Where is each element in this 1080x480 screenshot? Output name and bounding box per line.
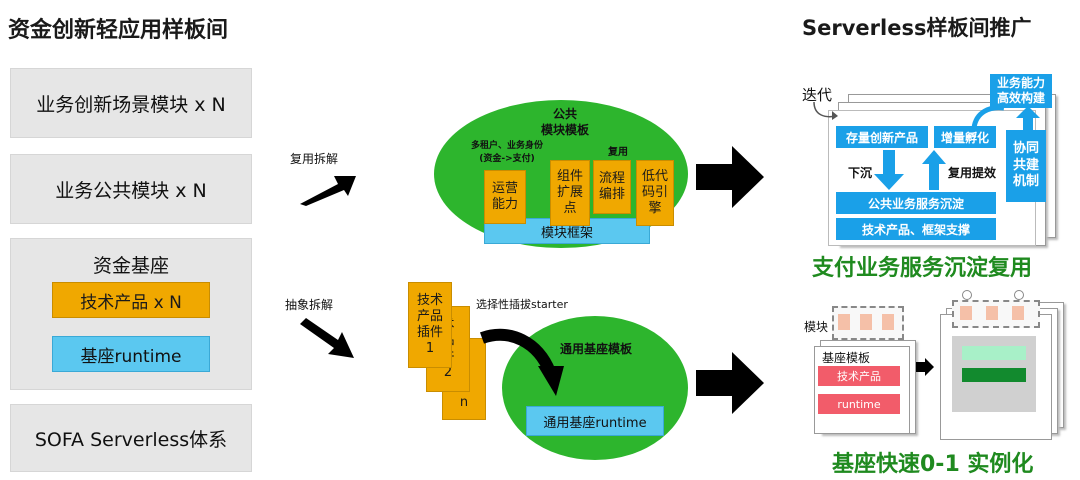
collab-box: 协同 共建 机制 bbox=[1006, 130, 1046, 202]
common-module-title-line2: 模块模板 bbox=[540, 123, 589, 138]
common-base-template-title: 通用基座模板 bbox=[560, 342, 633, 356]
capability-build-box: 业务能力 高效构建 bbox=[990, 74, 1052, 108]
instance-module-2 bbox=[986, 306, 998, 320]
base-template-title: 基座模板 bbox=[822, 351, 871, 365]
reuse-up-arrow bbox=[922, 150, 946, 190]
collab-label: 协同 共建 机制 bbox=[1012, 140, 1039, 190]
multi-tenant-note-line2: (资金->支付) bbox=[479, 153, 535, 164]
business-common-module-label: 业务公共模块 x N bbox=[55, 179, 207, 202]
multi-tenant-note: 多租户、业务身份 (资金->支付) bbox=[452, 140, 562, 165]
iteration-icon bbox=[813, 101, 838, 120]
process-orchestration-block: 流程 编排 bbox=[593, 160, 631, 214]
service-sediment-label: 公共业务服务沉淀 bbox=[867, 196, 964, 211]
operation-capability-label: 运营 能力 bbox=[491, 180, 518, 212]
up-arrow-to-capability bbox=[1016, 106, 1040, 130]
instance-module-1 bbox=[960, 306, 972, 320]
component-extension-block: 组件 扩展 点 bbox=[550, 160, 590, 226]
tech-product-label: 技术产品 x N bbox=[80, 292, 182, 313]
tech-support-label: 技术产品、框架支撑 bbox=[861, 222, 970, 237]
business-common-module-box: 业务公共模块 x N bbox=[10, 154, 252, 224]
sofa-serverless-label: SOFA Serverless体系 bbox=[34, 428, 228, 451]
pin-1-icon bbox=[962, 290, 972, 300]
base-tech-product-box: 技术产品 bbox=[818, 366, 900, 386]
module-slot-3 bbox=[882, 314, 894, 330]
big-arrow-top bbox=[696, 146, 764, 208]
instantiate-arrow bbox=[916, 358, 934, 376]
sink-label: 下沉 bbox=[848, 166, 873, 180]
low-code-engine-block: 低代 码引 擎 bbox=[636, 160, 674, 226]
component-extension-label: 组件 扩展 点 bbox=[556, 168, 583, 217]
reuse-note: 复用 bbox=[608, 147, 628, 158]
capability-build-label: 业务能力 高效构建 bbox=[996, 76, 1045, 105]
selective-plugin-label: 选择性插拔starter bbox=[476, 298, 568, 311]
curve-arrow-to-capability bbox=[971, 105, 1005, 129]
big-arrow-bottom bbox=[696, 352, 764, 414]
fund-base-title: 资金基座 bbox=[92, 255, 169, 277]
plugin-curved-arrow bbox=[480, 328, 564, 396]
module-slot-1 bbox=[838, 314, 850, 330]
stock-product-label: 存量创新产品 bbox=[845, 130, 918, 145]
module-slot-2 bbox=[860, 314, 872, 330]
module-framework-label: 模块框架 bbox=[540, 225, 593, 241]
common-module-title: 公共 模块模板 bbox=[520, 106, 610, 138]
reuse-efficiency-label: 复用提效 bbox=[948, 166, 997, 180]
reuse-decompose-arrow bbox=[300, 176, 356, 206]
business-innovation-module-box: 业务创新场景模块 x N bbox=[10, 68, 252, 138]
common-base-runtime-label: 通用基座runtime bbox=[543, 415, 647, 431]
instance-bar-light bbox=[962, 346, 1026, 360]
incubate-box: 增量孵化 bbox=[934, 126, 996, 148]
abstract-decompose-label: 抽象拆解 bbox=[285, 298, 334, 312]
iteration-label: 迭代 bbox=[802, 86, 833, 104]
instance-bar-dark bbox=[962, 368, 1026, 382]
low-code-engine-label: 低代 码引 擎 bbox=[641, 168, 668, 217]
abstract-decompose-arrow bbox=[300, 318, 354, 358]
common-base-runtime: 通用基座runtime bbox=[526, 406, 664, 436]
right-title: Serverless样板间推广 bbox=[802, 16, 1032, 40]
common-module-title-line1: 公共 bbox=[552, 107, 577, 121]
instance-module-3 bbox=[1012, 306, 1024, 320]
left-title: 资金创新轻应用样板间 bbox=[8, 18, 229, 43]
reuse-decompose-label: 复用拆解 bbox=[290, 152, 339, 166]
incubate-label: 增量孵化 bbox=[940, 130, 989, 145]
tech-product-tag: 技术产品 x N bbox=[52, 282, 210, 318]
base-runtime-box: runtime bbox=[818, 394, 900, 414]
base-template-card bbox=[814, 346, 910, 434]
sink-down-arrow bbox=[874, 150, 904, 190]
process-orchestration-label: 流程 编排 bbox=[598, 170, 625, 202]
stock-product-box: 存量创新产品 bbox=[836, 126, 928, 148]
pin-2-icon bbox=[1014, 290, 1024, 300]
payment-reuse-caption: 支付业务服务沉淀复用 bbox=[812, 256, 1033, 281]
base-runtime-box-label: runtime bbox=[837, 397, 881, 411]
base-instantiate-caption: 基座快速0-1 实例化 bbox=[832, 452, 1034, 477]
business-innovation-module-label: 业务创新场景模块 x N bbox=[36, 93, 226, 116]
module-label: 模块 bbox=[804, 320, 829, 334]
base-runtime-label: 基座runtime bbox=[80, 346, 182, 367]
tech-plugin-1-label: 技术 产品 插件 1 bbox=[416, 292, 443, 357]
operation-capability-block: 运营 能力 bbox=[484, 170, 526, 224]
tech-plugin-card-1: 技术 产品 插件 1 bbox=[408, 282, 452, 368]
base-tech-product-label: 技术产品 bbox=[837, 370, 881, 383]
sofa-serverless-box: SOFA Serverless体系 bbox=[10, 404, 252, 472]
tech-support-box: 技术产品、框架支撑 bbox=[836, 218, 996, 240]
base-runtime-tag: 基座runtime bbox=[52, 336, 210, 372]
service-sediment-box: 公共业务服务沉淀 bbox=[836, 192, 996, 214]
multi-tenant-note-line1: 多租户、业务身份 bbox=[470, 141, 543, 151]
